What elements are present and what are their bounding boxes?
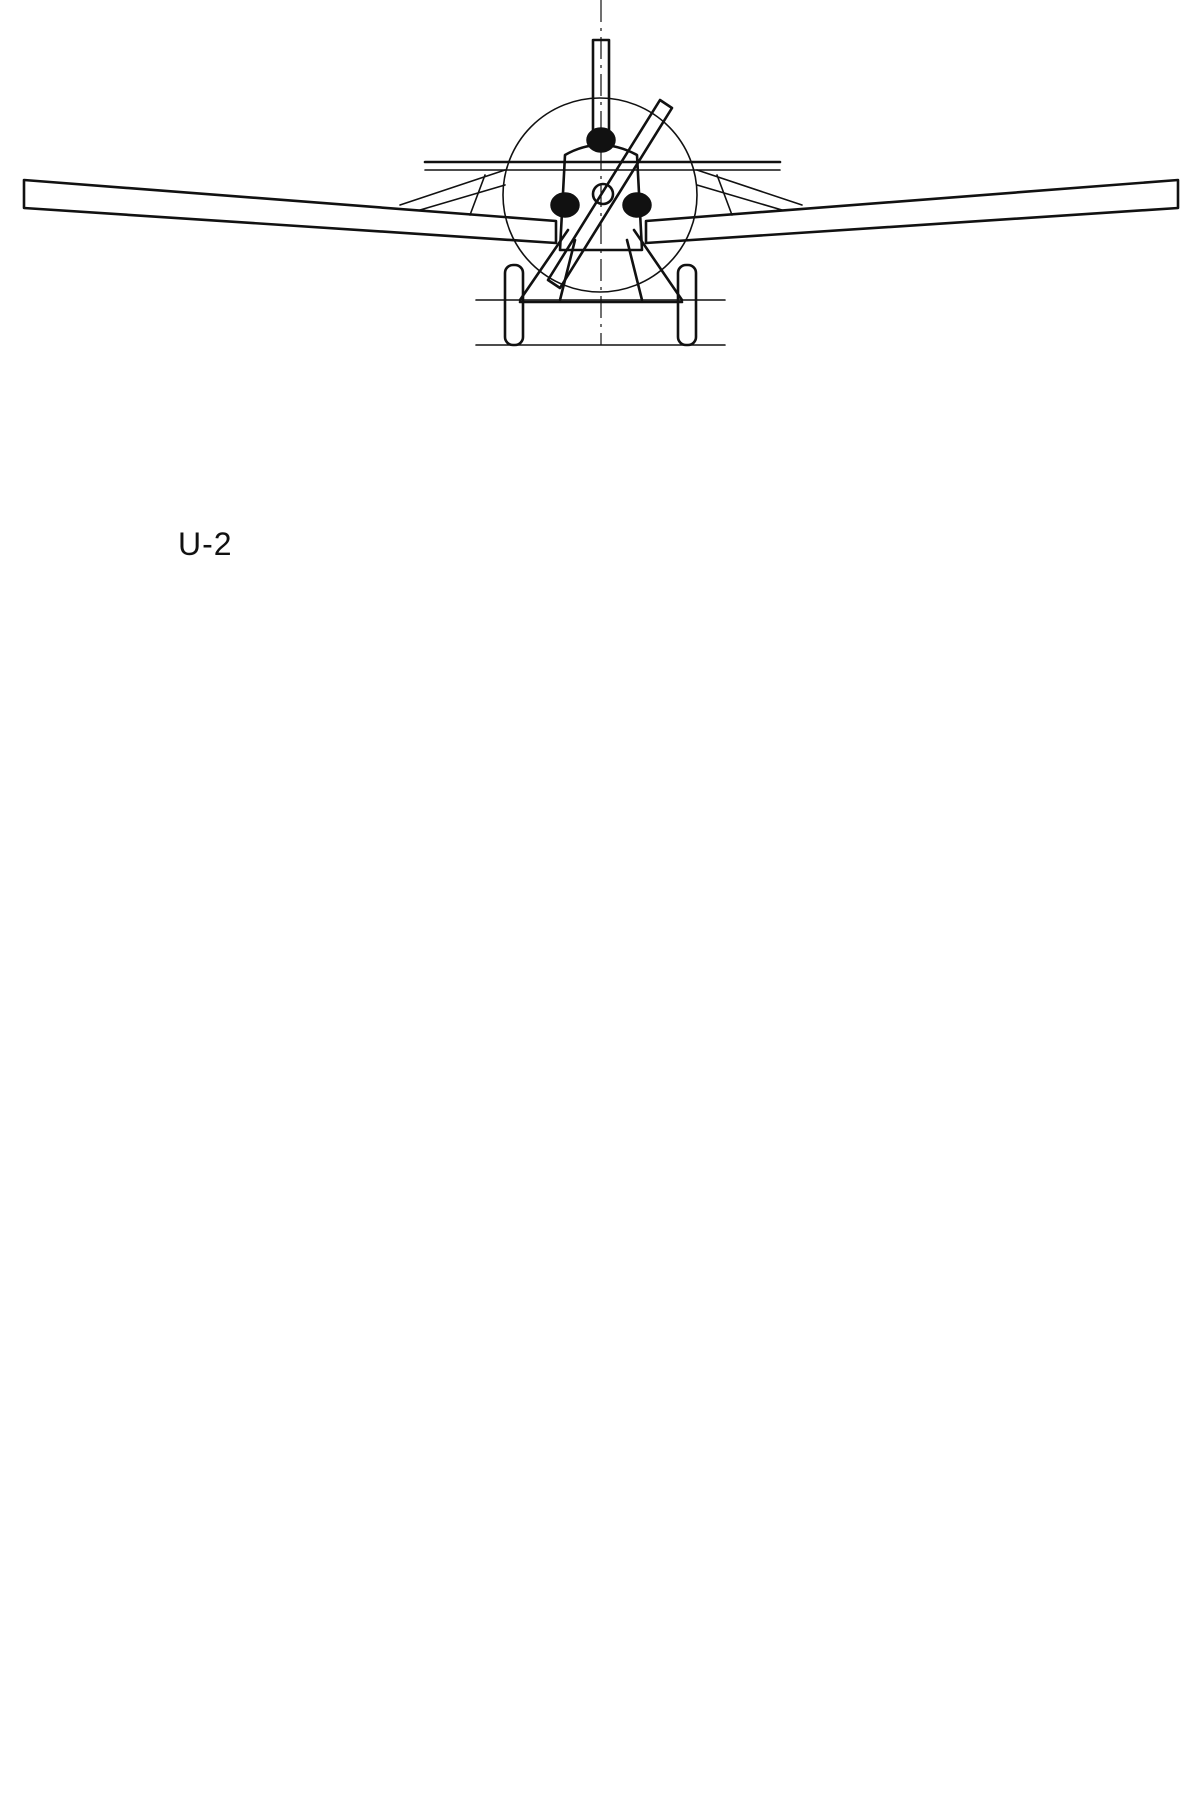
propeller-disc — [502, 97, 698, 293]
aircraft-designation: U-2 — [178, 526, 233, 562]
landing-gear-front — [518, 228, 684, 304]
propeller-hub-front — [591, 182, 615, 206]
right-wheel-front — [676, 263, 698, 347]
propeller-blade-front — [546, 98, 674, 290]
right-wing-front — [644, 178, 1180, 245]
wing-struts-front — [399, 169, 803, 216]
left-wheel-front — [503, 263, 525, 347]
engine-cylinders-front — [586, 127, 616, 153]
left-wing-front — [22, 178, 558, 245]
front-view — [22, 0, 1180, 347]
